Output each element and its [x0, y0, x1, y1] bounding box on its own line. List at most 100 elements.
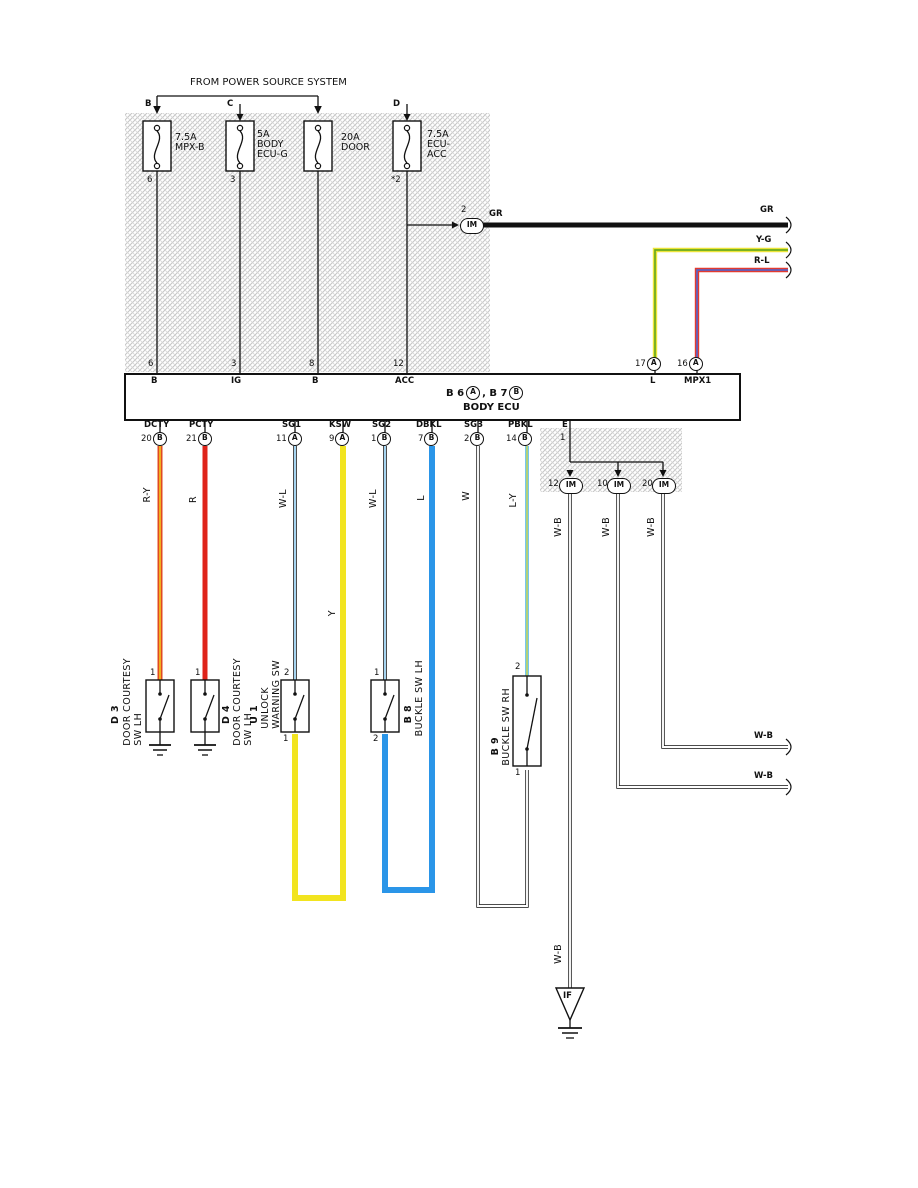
ecu-pin-e-label: E	[562, 420, 568, 430]
wire-label-y: Y	[327, 610, 338, 617]
ecu-title-left: B 6	[446, 387, 465, 399]
pin-pcty: 21 B	[186, 432, 212, 446]
pin-sg2-connector-badge: B	[377, 432, 392, 446]
fuse-door-label: 20A DOOR	[341, 132, 370, 153]
fuse-b-terminal-label: B	[145, 99, 152, 109]
fuse-output-wires	[156, 168, 698, 374]
pin-dbkl: 7 B	[418, 432, 439, 446]
ecu-pin-b2-label: B	[312, 376, 319, 386]
im-connector-2: IM	[607, 478, 631, 494]
ecu-pin-sg3-label: SG3	[464, 420, 484, 430]
wire-label-wb2: W-B	[601, 517, 612, 537]
ecu-pin-pcty-label: PCTY	[189, 420, 214, 430]
fuse-b-pin-number: 6	[147, 175, 153, 185]
ecu-pin-b2-number: 8	[309, 359, 315, 369]
rl-wire	[694, 267, 788, 358]
body-ecu-box	[124, 373, 741, 421]
pin-sg1: 11 A	[276, 432, 302, 446]
ecu-pin-pbkl-label: PBKL	[508, 420, 533, 430]
wire-label-wb1: W-B	[553, 517, 564, 537]
ecu-pin-mpx1-label: MPX1	[684, 376, 712, 386]
component-d3-name: DOOR COURTESY SW LH	[122, 658, 144, 746]
ecu-name: BODY ECU	[463, 402, 520, 413]
fuse-mpx-b-label: 7.5A MPX-B	[175, 132, 205, 153]
ecu-pin-l-connector-badge: A	[646, 357, 661, 371]
pin-pbkl-number: 14	[506, 433, 517, 444]
ecu-pin-ig-label: IG	[231, 376, 242, 386]
fuse-d-terminal-label: D	[393, 99, 401, 109]
im-pin-10-number: 10	[597, 479, 608, 489]
component-b8-pin-top: 1	[374, 668, 380, 678]
component-d3-id: D 3	[110, 705, 121, 725]
ecu-pin-ksw-label: KSW	[329, 420, 352, 430]
e-branch-arrow-icons	[566, 470, 667, 477]
component-b9-pin-bottom: 1	[515, 768, 521, 778]
pin-dbkl-number: 7	[418, 433, 424, 444]
wire-label-ry: R-Y	[142, 487, 153, 503]
component-u1-pin-bottom: 1	[283, 734, 289, 744]
im-connector-top: IM	[460, 218, 484, 234]
yg-wire	[652, 247, 788, 358]
ecu-pin-mpx1: 16 A	[677, 357, 703, 371]
ecu-pin-l-number: 17	[635, 358, 646, 369]
ecu-bottom-pin-stubs	[159, 420, 571, 462]
wb-wires	[568, 492, 788, 989]
pin-sg1-connector-badge: A	[287, 432, 302, 446]
fuse-d-pin-number: *2	[391, 175, 401, 185]
pin-dcty-number: 20	[141, 433, 152, 444]
ecu-pin-mpx1-connector-badge: A	[688, 357, 703, 371]
wire-label-wb-right-lower: W-B	[754, 771, 774, 781]
connector-a-badge: A	[466, 386, 481, 400]
component-u1-name: UNLOCK WARNING SW	[260, 660, 282, 729]
ground-symbol-d4	[194, 732, 216, 756]
im-pin-20-number: 20	[642, 479, 653, 489]
gr-wire-label-right: GR	[760, 205, 774, 215]
pin-ksw-number: 9	[329, 433, 335, 444]
wire-label-wl2: W-L	[368, 489, 379, 508]
pin-sg3-number: 2	[464, 433, 470, 444]
pin-pcty-connector-badge: B	[197, 432, 212, 446]
ecu-pin-dbkl-label: DBKL	[416, 420, 442, 430]
im-pin-12-number: 12	[548, 479, 559, 489]
component-b9-name: BUCKLE SW RH	[501, 688, 512, 766]
acc-branch-arrow-icon	[452, 221, 459, 229]
fuse-body-ecu-g-label: 5A BODY ECU-G	[257, 129, 288, 160]
pin-sg2: 1 B	[371, 432, 392, 446]
pin-sg2-number: 1	[371, 433, 377, 444]
pin-dbkl-connector-badge: B	[424, 432, 439, 446]
e-branch-lines	[570, 461, 664, 471]
wire-label-w: W	[461, 491, 472, 501]
ecu-pin-acc-number: 12	[393, 359, 404, 369]
ground-symbol-d3	[149, 732, 171, 756]
fuse-c-terminal-label: C	[227, 99, 234, 109]
component-b9-id: B 9	[490, 737, 501, 756]
pin-ksw-connector-badge: A	[335, 432, 350, 446]
gr-wire-label-left: GR	[489, 209, 503, 219]
ecu-pin-l-label: L	[650, 376, 656, 386]
component-b8-pin-bottom: 2	[373, 734, 379, 744]
yg-wire-label: Y-G	[756, 235, 772, 245]
component-u1-id: U 1	[249, 705, 260, 724]
fuse-c-pin-number: 3	[230, 175, 236, 185]
component-b8-name: BUCKLE SW LH	[414, 660, 425, 737]
body-wires	[157, 446, 529, 908]
component-d4-pin-top: 1	[195, 668, 201, 678]
pin-sg1-number: 11	[276, 433, 287, 444]
switch-internal-icons	[159, 676, 538, 766]
ecu-pin-b1-number: 6	[148, 359, 154, 369]
ecu-pin-dcty-label: DCTY	[144, 420, 170, 430]
wire-label-r: R	[188, 496, 199, 504]
wire-label-wb-right-upper: W-B	[754, 731, 774, 741]
fuse-terminal-dots	[153, 124, 411, 170]
component-b9-pin-top: 2	[515, 662, 521, 672]
power-feed-lines	[156, 95, 408, 114]
ecu-pin-sg1-label: SG1	[282, 420, 302, 430]
ecu-title-right: , B 7	[482, 387, 508, 399]
wire-label-l: L	[416, 495, 427, 501]
ecu-pin-l: 17 A	[635, 357, 661, 371]
wire-label-wl1: W-L	[278, 489, 289, 508]
if-ground-symbol	[554, 987, 586, 1039]
ecu-pin-acc-label: ACC	[395, 376, 415, 386]
wire-break-icons	[785, 216, 792, 796]
connector-b-badge: B	[509, 386, 524, 400]
